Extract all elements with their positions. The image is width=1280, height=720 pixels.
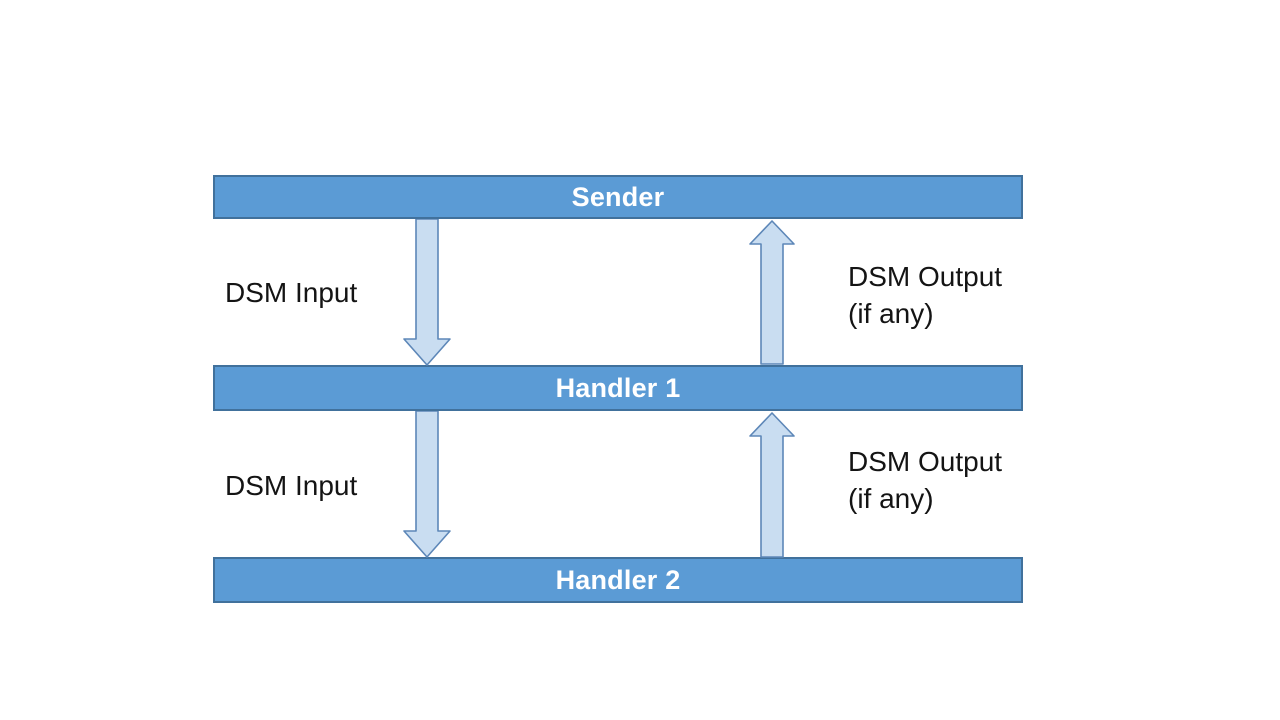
handler1-bar-label: Handler 1 xyxy=(555,372,681,403)
up-arrow-icon xyxy=(749,412,795,558)
dsm-output-arrow-2 xyxy=(749,412,795,558)
handler2-bar: Handler 2 xyxy=(213,557,1023,603)
sender-bar-label: Sender xyxy=(571,181,665,212)
sender-bar: Sender xyxy=(213,175,1023,219)
up-arrow-icon xyxy=(749,220,795,365)
down-arrow-icon xyxy=(403,411,451,558)
dsm-output-label-1: DSM Output (if any) xyxy=(848,261,1003,329)
dsm-input-arrow-2 xyxy=(403,411,451,558)
dsm-output-arrow-1 xyxy=(749,220,795,365)
dsm-input-label-2: DSM Input xyxy=(225,470,358,501)
dsm-input-arrow-1 xyxy=(403,219,451,366)
dsm-output-label-2: DSM Output (if any) xyxy=(848,446,1003,514)
down-arrow-icon xyxy=(403,219,451,366)
handler1-bar: Handler 1 xyxy=(213,365,1023,411)
handler2-bar-label: Handler 2 xyxy=(555,564,681,595)
dsm-input-label-1: DSM Input xyxy=(225,277,358,308)
